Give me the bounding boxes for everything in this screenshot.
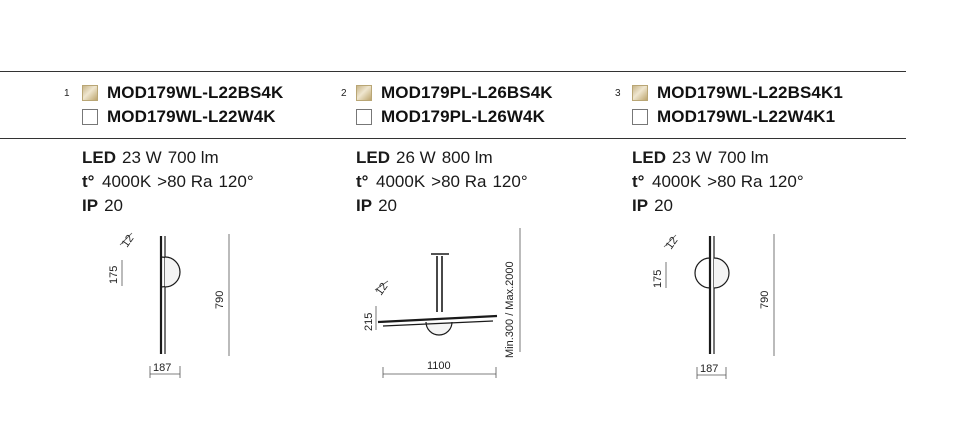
white-swatch-icon bbox=[82, 109, 98, 125]
dim-depth: 12 bbox=[120, 233, 137, 250]
product-number: 2 bbox=[341, 88, 347, 99]
variant-gold: MOD179WL-L22BS4K1 bbox=[632, 82, 843, 104]
gold-swatch-icon bbox=[632, 85, 648, 101]
product-code: MOD179WL-L22W4K bbox=[107, 107, 276, 126]
product-number: 3 bbox=[615, 88, 621, 99]
product-code: MOD179WL-L22BS4K1 bbox=[657, 83, 843, 102]
variant-gold: MOD179PL-L26BS4K bbox=[356, 82, 553, 104]
dim-width: 1100 bbox=[427, 360, 451, 372]
dim-height: 790 bbox=[214, 291, 226, 309]
pendant-bar bbox=[377, 314, 498, 324]
product-code: MOD179PL-L26W4K bbox=[381, 107, 545, 126]
product-3: 3 MOD179WL-L22BS4K1 MOD179WL-L22W4K1 LED… bbox=[554, 0, 854, 431]
product-code: MOD179PL-L26BS4K bbox=[381, 83, 553, 102]
dim-line bbox=[374, 280, 389, 291]
gold-swatch-icon bbox=[356, 85, 372, 101]
dim-width: 187 bbox=[700, 363, 718, 375]
variant-white: MOD179WL-L22W4K bbox=[82, 106, 276, 128]
dim-depth: 12 bbox=[664, 235, 681, 252]
white-swatch-icon bbox=[632, 109, 648, 125]
dim-line bbox=[119, 232, 133, 246]
variant-white: MOD179WL-L22W4K1 bbox=[632, 106, 835, 128]
dim-arm: 175 bbox=[108, 266, 120, 284]
dim-suspension: Min.300 / Max.2000 bbox=[504, 261, 516, 358]
product-code: MOD179WL-L22W4K1 bbox=[657, 107, 836, 126]
dim-line bbox=[663, 234, 677, 248]
variant-gold: MOD179WL-L22BS4K bbox=[82, 82, 283, 104]
white-swatch-icon bbox=[356, 109, 372, 125]
wall-lamp-drawing-3: 175 12 790 187 bbox=[652, 234, 775, 379]
dim-height: 790 bbox=[759, 291, 771, 309]
globe-right bbox=[713, 257, 730, 289]
dim-width: 187 bbox=[153, 362, 171, 374]
globe-left bbox=[694, 257, 711, 289]
product-number: 1 bbox=[64, 88, 70, 99]
globe-right bbox=[164, 256, 181, 288]
gold-swatch-icon bbox=[82, 85, 98, 101]
variant-white: MOD179PL-L26W4K bbox=[356, 106, 545, 128]
dim-depth: 12 bbox=[374, 281, 391, 298]
dim-arm: 175 bbox=[652, 270, 664, 288]
pendant-globe bbox=[425, 321, 453, 336]
top-divider bbox=[0, 71, 906, 72]
product-code: MOD179WL-L22BS4K bbox=[107, 83, 284, 102]
header-divider bbox=[0, 138, 906, 139]
wall-lamp-drawing-1: 175 12 790 187 bbox=[108, 232, 230, 378]
dim-height: 215 bbox=[363, 313, 375, 331]
pendant-drawing-2: 12 215 Min.300 / Max.2000 1100 bbox=[363, 228, 521, 378]
